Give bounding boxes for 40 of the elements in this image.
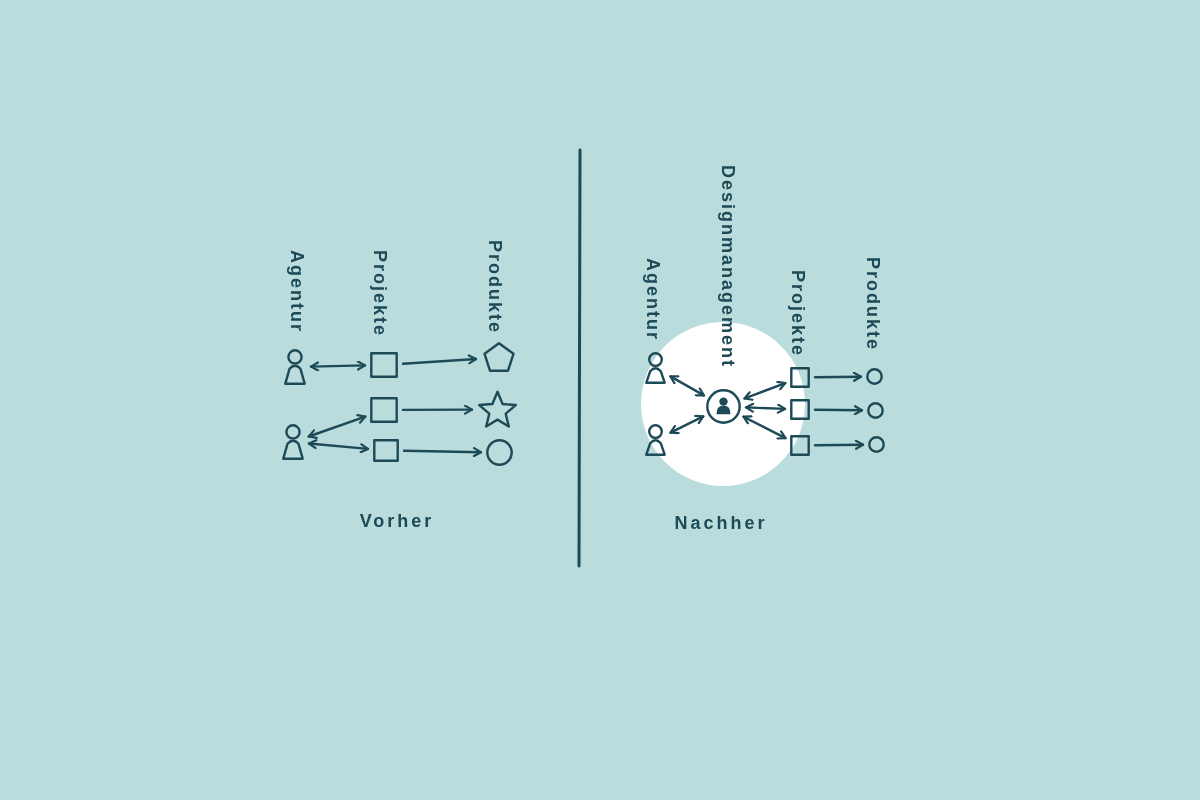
square-icon	[370, 352, 398, 378]
arrow	[813, 405, 864, 416]
double-arrow	[309, 360, 367, 372]
panel-caption: Vorher	[359, 512, 435, 530]
double-arrow	[669, 375, 706, 397]
double-arrow	[307, 439, 370, 454]
person-icon	[645, 424, 666, 456]
square-icon	[790, 435, 810, 456]
person-in-circle-icon	[706, 389, 741, 424]
square-icon	[790, 399, 810, 420]
arrow	[813, 439, 865, 450]
column-heading: Produkte	[486, 240, 504, 334]
circle-icon	[866, 368, 883, 385]
double-arrow	[742, 415, 787, 440]
column-heading: Produkte	[864, 257, 882, 351]
arrow	[401, 354, 478, 365]
double-arrow	[307, 414, 367, 440]
column-heading: Projekte	[371, 249, 389, 337]
square-icon	[373, 439, 399, 462]
panel-caption: Nachher	[674, 514, 768, 532]
circle-icon	[486, 439, 513, 466]
star-icon	[477, 389, 518, 430]
circle-icon	[867, 402, 884, 419]
column-heading: Designmanagement	[719, 164, 737, 368]
arrow	[401, 404, 474, 415]
arrow	[402, 446, 483, 458]
person-icon	[645, 352, 666, 384]
circle-icon	[868, 436, 885, 453]
pentagon-icon	[481, 341, 517, 374]
column-heading: Agentur	[644, 258, 662, 341]
person-icon	[282, 424, 304, 460]
column-heading: Projekte	[789, 269, 807, 357]
square-icon	[790, 367, 810, 388]
square-icon	[370, 397, 398, 423]
double-arrow	[669, 414, 705, 435]
double-arrow	[743, 380, 787, 401]
person-icon	[284, 349, 306, 385]
column-heading: Agentur	[288, 250, 306, 333]
arrow	[813, 371, 863, 382]
double-arrow	[744, 402, 787, 414]
